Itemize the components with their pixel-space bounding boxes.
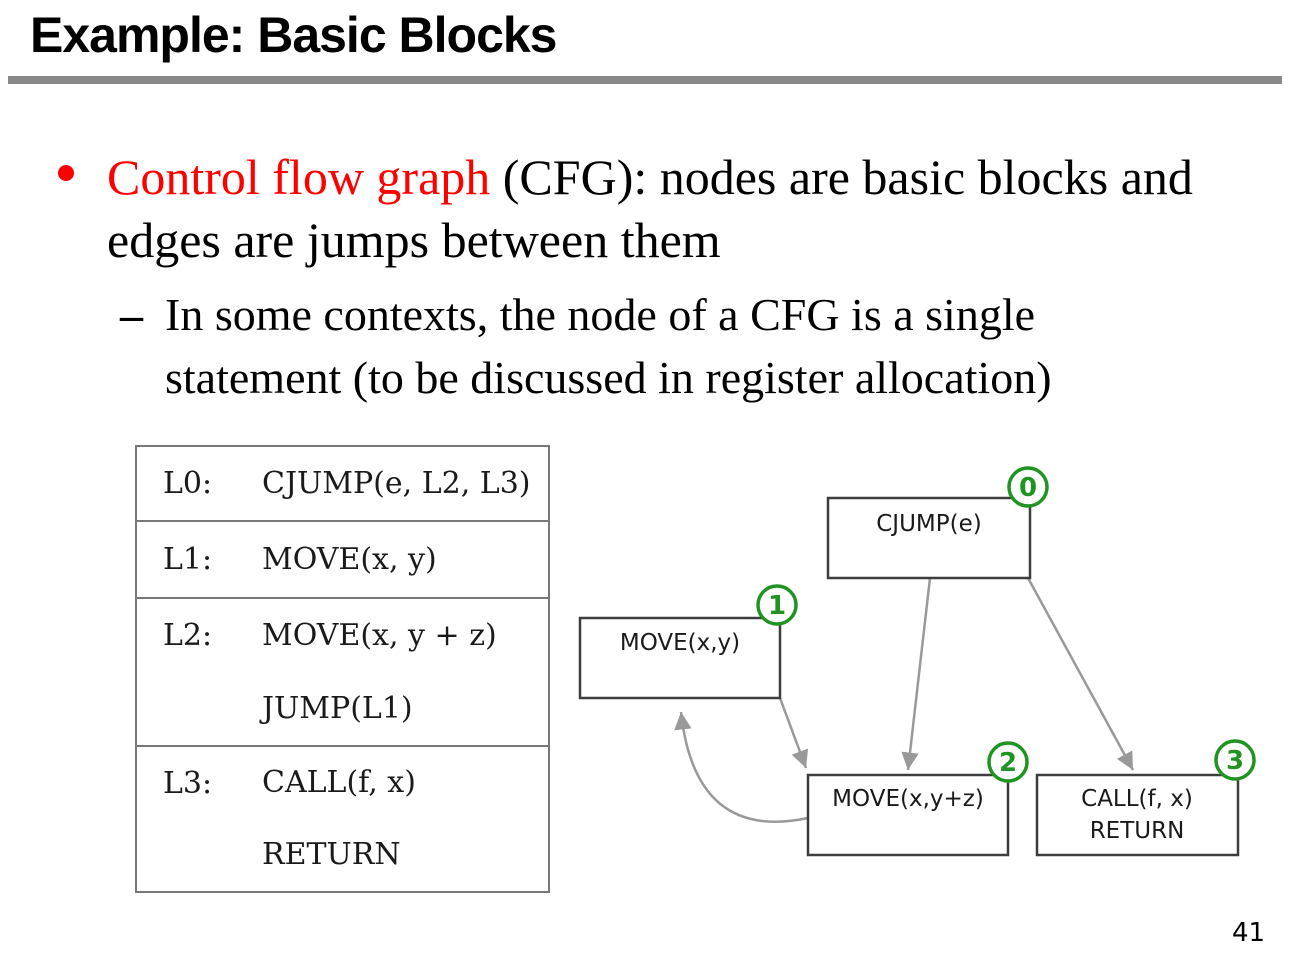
row-label: L2: bbox=[163, 618, 213, 653]
code-line: CALL(f, x) bbox=[262, 765, 416, 800]
page-number: 41 bbox=[1232, 918, 1266, 948]
badge-number-2: 2 bbox=[999, 748, 1017, 778]
table-row: L0: CJUMP(e, L2, L3) bbox=[137, 447, 548, 520]
badge-circle-2 bbox=[987, 741, 1029, 783]
cfg-node-move1 bbox=[578, 616, 782, 700]
sub-bullet-line-1: In some contexts, the node of a CFG is a… bbox=[165, 289, 1036, 340]
bullet-marker-icon bbox=[58, 165, 74, 181]
cfg-node-cjump bbox=[826, 496, 1032, 580]
edge-move1-to-move2 bbox=[778, 697, 809, 769]
title-divider bbox=[8, 76, 1282, 84]
highlighted-term: Control flow graph bbox=[107, 149, 491, 205]
badge-number-0: 0 bbox=[1019, 473, 1037, 503]
table-row: L3: CALL(f, x) RETURN bbox=[137, 745, 548, 891]
badge-circle-1 bbox=[756, 584, 798, 626]
cfg-node-call bbox=[1035, 773, 1240, 857]
code-line: MOVE(x, y) bbox=[262, 542, 437, 577]
code-line: JUMP(L1) bbox=[262, 691, 413, 726]
code-line: RETURN bbox=[262, 837, 401, 872]
page-title: Example: Basic Blocks bbox=[30, 7, 557, 63]
table-row: L1: MOVE(x, y) bbox=[137, 520, 548, 597]
cfg-node-cjump-label: CJUMP(e) bbox=[876, 511, 982, 537]
edge-cjump-to-move2 bbox=[901, 577, 932, 771]
code-line: MOVE(x, y + z) bbox=[262, 618, 497, 653]
cfg-node-move1-label: MOVE(x,y) bbox=[620, 630, 740, 656]
cfg-diagram: CJUMP(e) 0 MOVE(x,y) 1 MOVE(x,y+z) 2 CAL… bbox=[578, 466, 1256, 857]
edge-cjump-to-call bbox=[1026, 577, 1135, 771]
cfg-node-move2 bbox=[806, 773, 1010, 857]
cfg-node-move2-label: MOVE(x,y+z) bbox=[832, 786, 984, 812]
badge-number-1: 1 bbox=[768, 591, 786, 621]
main-bullet-text: (CFG): nodes are basic blocks and bbox=[490, 149, 1193, 205]
badge-circle-0 bbox=[1007, 466, 1049, 508]
main-bullet-line-2: edges are jumps between them bbox=[107, 212, 721, 268]
edge-move2-to-move1-backedge bbox=[674, 711, 809, 823]
badge-number-3: 3 bbox=[1226, 746, 1244, 776]
row-label: L3: bbox=[163, 766, 213, 801]
sub-bullet: In some contexts, the node of a CFG is a… bbox=[165, 283, 1052, 409]
row-label: L1: bbox=[163, 542, 213, 577]
code-table: L0: CJUMP(e, L2, L3) L1: MOVE(x, y) L2: … bbox=[135, 445, 550, 893]
sub-bullet-line-2: statement (to be discussed in register a… bbox=[165, 352, 1052, 403]
main-bullet: Control flow graph (CFG): nodes are basi… bbox=[107, 146, 1193, 272]
sub-bullet-dash: – bbox=[120, 289, 143, 340]
row-label: L0: bbox=[163, 466, 213, 501]
badge-circle-3 bbox=[1214, 739, 1256, 781]
code-line: CJUMP(e, L2, L3) bbox=[262, 466, 531, 501]
table-row: L2: MOVE(x, y + z) JUMP(L1) bbox=[137, 597, 548, 745]
cfg-node-call-label2: RETURN bbox=[1090, 818, 1185, 844]
main-bullet-line-1: Control flow graph (CFG): nodes are basi… bbox=[107, 146, 1193, 209]
cfg-node-call-label: CALL(f, x) bbox=[1081, 786, 1193, 812]
